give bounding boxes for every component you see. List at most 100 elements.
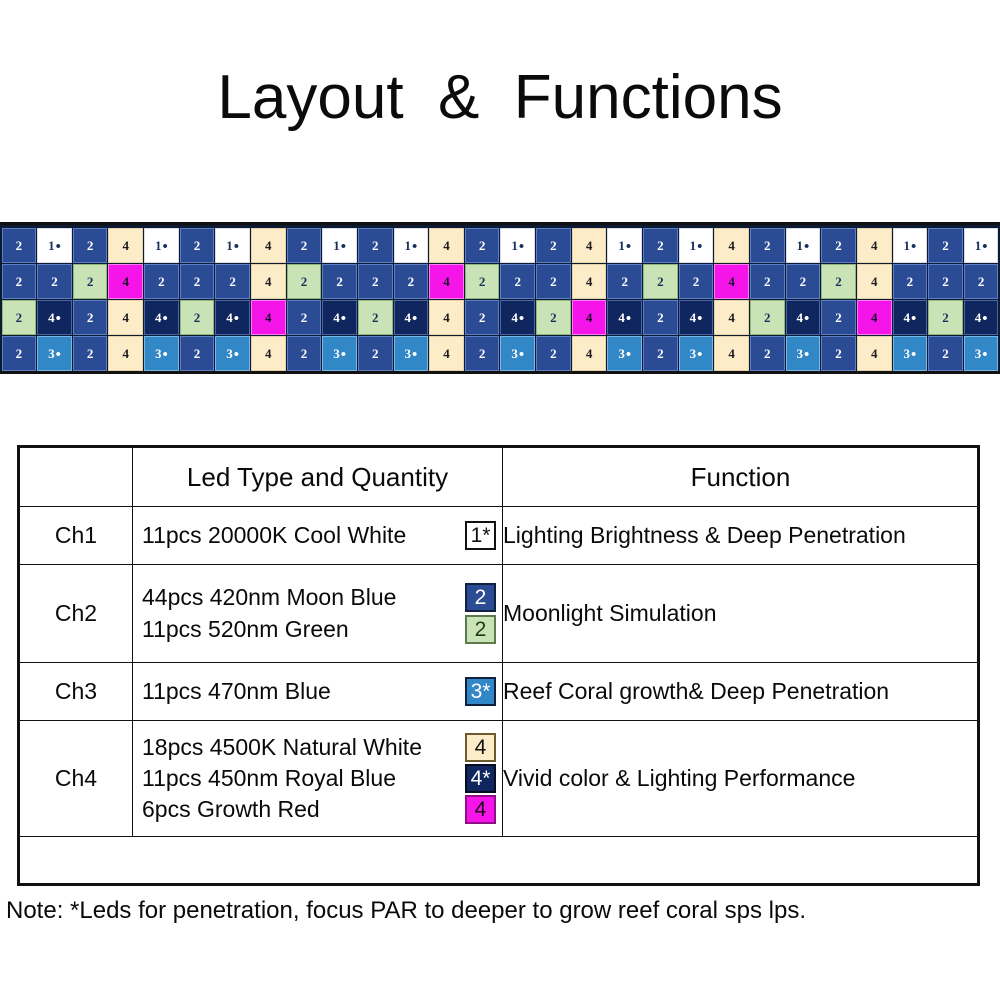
led-color-badge: 4: [465, 795, 496, 825]
led-cell-royalblue: 4•: [963, 299, 999, 335]
channel-label-ch2: Ch2: [19, 564, 133, 663]
led-cell-green: 2: [1, 299, 37, 335]
penetration-star-icon: •: [55, 310, 61, 327]
led-description: 18pcs 4500K Natural White: [142, 733, 422, 760]
led-cell-moonblue: 2: [464, 335, 500, 371]
led-cell-moonblue: 2: [749, 335, 785, 371]
led-cell-blue470: 3•: [678, 335, 714, 371]
led-color-badge: 4: [465, 732, 496, 762]
penetration-star-icon: •: [340, 310, 346, 327]
channel-label-ch4: Ch4: [19, 720, 133, 837]
led-cell-royalblue: 4•: [892, 299, 928, 335]
led-cell-natwhite: 4: [714, 335, 749, 371]
led-cell-moonblue: 2: [749, 227, 785, 263]
penetration-star-icon: •: [55, 346, 61, 363]
penetration-star-icon: •: [804, 346, 810, 363]
led-cell-green: 2: [179, 299, 215, 335]
penetration-star-icon: •: [55, 238, 61, 255]
led-cell-blue470: 3•: [322, 335, 357, 371]
led-cell-moonblue: 2: [1, 335, 37, 371]
led-description: 11pcs 520nm Green: [142, 615, 349, 642]
page-title: Layout & Functions: [217, 63, 783, 132]
penetration-star-icon: •: [411, 238, 418, 255]
led-cell-blue470: 3•: [892, 335, 928, 371]
led-cell-moonblue: 2: [928, 335, 963, 371]
led-cell-blue470: 3•: [785, 335, 821, 371]
led-cell-royalblue: 4•: [785, 299, 821, 335]
penetration-star-icon: •: [162, 310, 168, 327]
table-row: Ch4 18pcs 4500K Natural White 4 11pcs 450nm…: [19, 720, 979, 837]
led-description: 44pcs 420nm Moon Blue: [142, 584, 397, 611]
led-line-list: 18pcs 4500K Natural White 4 11pcs 450nm Ro…: [133, 721, 502, 836]
led-cell-blue470: 3•: [393, 335, 429, 371]
led-cell-moonblue: 2: [179, 263, 215, 299]
led-cell-natwhite: 4: [856, 227, 892, 263]
led-cell-coolwhite: 1•: [37, 227, 72, 263]
led-cell-blue470: 3•: [215, 335, 250, 371]
led-cell-moonblue: 2: [536, 263, 571, 299]
led-cell-natwhite: 4: [714, 227, 749, 263]
led-cell-green: 2: [286, 263, 322, 299]
penetration-star-icon: •: [910, 310, 917, 327]
penetration-star-icon: •: [697, 238, 703, 255]
led-cell-royalblue: 4•: [37, 299, 72, 335]
led-cell-coolwhite: 1•: [963, 227, 999, 263]
led-cell-moonblue: 2: [500, 263, 536, 299]
function-cell-ch3: Reef Coral growth& Deep Penetration: [502, 662, 979, 721]
led-cell-green: 2: [536, 299, 571, 335]
led-cell-royalblue: 4•: [393, 299, 429, 335]
led-cell-moonblue: 2: [144, 263, 179, 299]
channel-label-ch1: Ch1: [19, 506, 133, 565]
penetration-star-icon: •: [518, 346, 525, 363]
led-cell-moonblue: 2: [322, 263, 357, 299]
led-cell-natwhite: 4: [571, 263, 607, 299]
led-cell-natwhite: 4: [856, 335, 892, 371]
led-cell-coolwhite: 1•: [785, 227, 821, 263]
led-cell-natwhite: 4: [250, 263, 286, 299]
penetration-star-icon: •: [162, 346, 168, 363]
led-cell-moonblue: 2: [1, 227, 37, 263]
led-description: 11pcs 450nm Royal Blue: [142, 764, 396, 791]
led-cell-blue470: 3•: [500, 335, 536, 371]
penetration-star-icon: •: [518, 238, 525, 255]
led-cell-royalblue: 4•: [215, 299, 250, 335]
led-cell-moonblue: 2: [357, 227, 393, 263]
led-cell-moonblue: 2: [643, 299, 678, 335]
penetration-star-icon: •: [910, 346, 917, 363]
penetration-star-icon: •: [982, 346, 988, 363]
led-cell-coolwhite: 1•: [678, 227, 714, 263]
penetration-star-icon: •: [982, 238, 988, 255]
penetration-star-icon: •: [804, 310, 810, 327]
led-color-badge: 1*: [465, 520, 496, 550]
led-cell-moonblue: 2: [536, 227, 571, 263]
led-cell-growthred: 4: [108, 263, 144, 299]
led-cell-moonblue: 2: [678, 263, 714, 299]
led-cell-growthred: 4: [571, 299, 607, 335]
led-cell-royalblue: 4•: [678, 299, 714, 335]
penetration-star-icon: •: [625, 238, 632, 255]
led-cell-moonblue: 2: [286, 335, 322, 371]
led-cell-natwhite: 4: [250, 227, 286, 263]
penetration-star-icon: •: [340, 346, 346, 363]
led-cell-moonblue: 2: [643, 335, 678, 371]
penetration-star-icon: •: [233, 238, 240, 255]
led-cell-green: 2: [464, 263, 500, 299]
led-cell-green: 2: [357, 299, 393, 335]
led-cell-moonblue: 2: [72, 299, 108, 335]
penetration-star-icon: •: [233, 346, 240, 363]
penetration-star-icon: •: [910, 238, 917, 255]
penetration-star-icon: •: [625, 310, 632, 327]
penetration-star-icon: •: [162, 238, 168, 255]
led-cell-royalblue: 4•: [500, 299, 536, 335]
